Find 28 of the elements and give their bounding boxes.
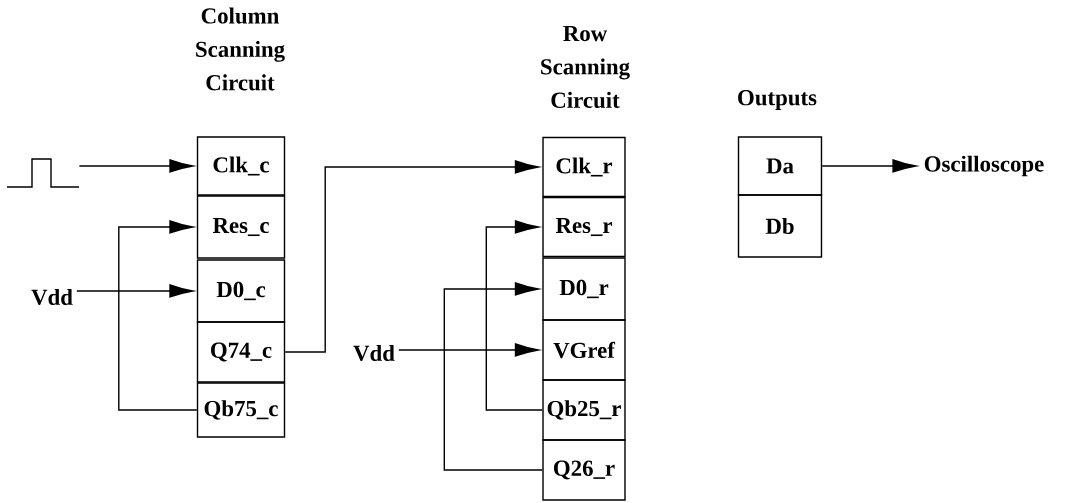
arrow [78,159,194,173]
signal-box: Qb25_r [542,379,626,441]
signal-box: Res_r [542,196,626,258]
signal-box: Q26_r [542,439,626,501]
arrow [76,284,194,298]
arrow [398,343,539,357]
signal-box: VGref [542,319,626,381]
signal-label: Vdd [353,344,395,362]
signal-box: Db [737,194,823,258]
signal-box: D0_r [542,257,626,321]
pulse-drawing [6,158,80,188]
arrow [118,220,198,411]
signal-label: Vdd [31,288,73,306]
signal-box: Da [737,136,823,196]
heading: Outputs [738,90,817,110]
heading: Row Scanning Circuit [541,26,630,108]
arrow [485,220,543,411]
signal-box: Q74_c [196,321,286,383]
arrow [284,160,539,353]
signal-box: D0_c [196,259,286,323]
signal-box: Clk_r [542,136,626,198]
arrow [821,159,917,173]
signal-label: Oscilloscope [924,155,1044,177]
arrow [443,282,543,471]
heading: Column Scanning Circuit [196,7,285,91]
signal-box: Clk_c [196,136,286,196]
signal-box: Res_c [196,195,286,259]
signal-box: Qb75_c [196,382,286,438]
